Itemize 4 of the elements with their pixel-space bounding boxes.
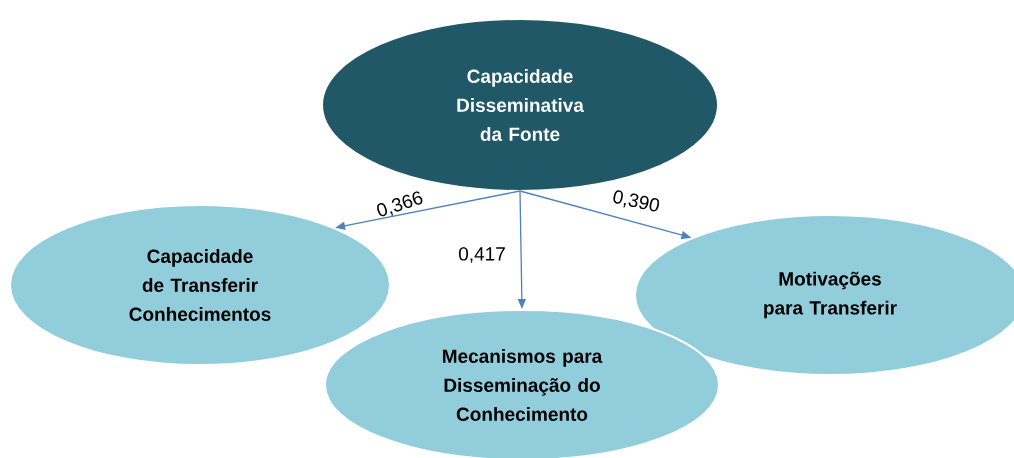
ellipse-node: Motivações para Transferir xyxy=(634,214,1014,376)
edge-label: 0,417 xyxy=(458,247,505,263)
edge-label: 0,390 xyxy=(613,190,660,212)
ellipse-node: Mecanismos para Disseminação do Conhecimento xyxy=(324,309,720,458)
